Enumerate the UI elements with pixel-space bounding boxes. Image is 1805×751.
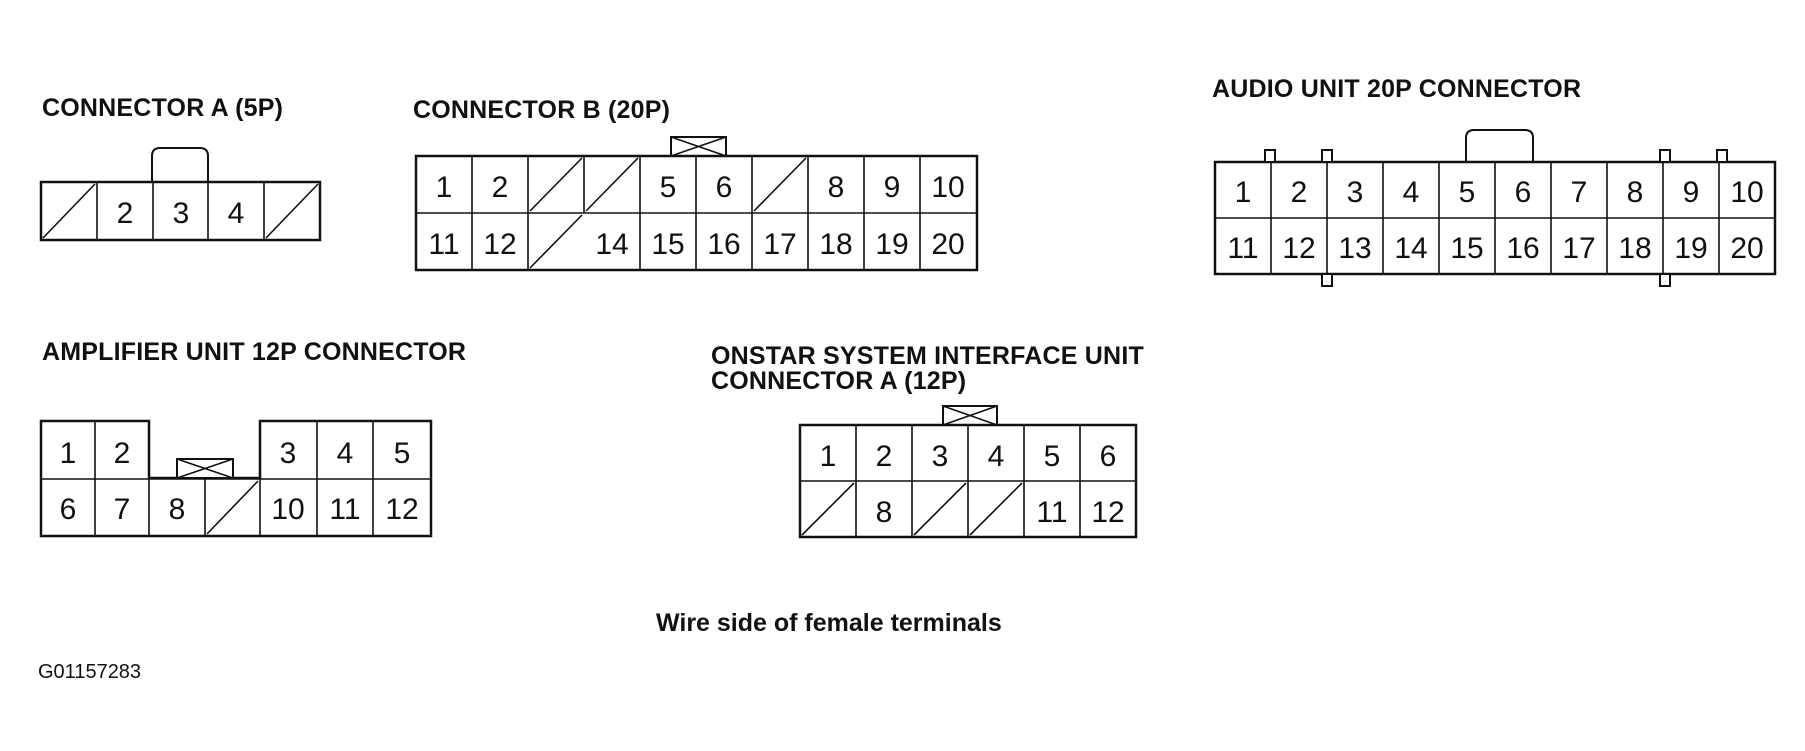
audio-connector-pin: 12 bbox=[1282, 232, 1315, 265]
amplifier-connector-pin: 12 bbox=[385, 493, 418, 526]
onstar-connector-pin: 5 bbox=[1044, 440, 1061, 473]
connector-b-pin: 14 bbox=[595, 228, 628, 261]
onstar-connector-title-line1: ONSTAR SYSTEM INTERFACE UNIT bbox=[711, 342, 1144, 370]
audio-connector-pin: 19 bbox=[1674, 232, 1707, 265]
connector-b-pin: 12 bbox=[483, 228, 516, 261]
amplifier-connector-pin: 6 bbox=[60, 493, 77, 526]
audio-connector-pin: 8 bbox=[1627, 176, 1644, 209]
onstar-connector-pin: 6 bbox=[1100, 440, 1117, 473]
connector-b-title: CONNECTOR B (20P) bbox=[413, 96, 671, 124]
amplifier-unit-connector-title: AMPLIFIER UNIT 12P CONNECTOR bbox=[42, 338, 467, 366]
diagram-caption: Wire side of female terminals bbox=[656, 609, 1002, 637]
figure-code: G01157283 bbox=[38, 661, 142, 683]
audio-connector-pin: 1 bbox=[1235, 176, 1252, 209]
onstar-connector-pin: 3 bbox=[932, 440, 949, 473]
connector-a-pin: 3 bbox=[173, 197, 190, 230]
connector-a-empty-cavity bbox=[265, 183, 319, 239]
amplifier-connector-pin: 8 bbox=[169, 493, 186, 526]
onstar-connector-pin: 11 bbox=[1036, 496, 1067, 529]
audio-connector-pin: 18 bbox=[1618, 232, 1651, 265]
connector-b-pin: 10 bbox=[931, 171, 964, 204]
audio-unit-connector-title: AUDIO UNIT 20P CONNECTOR bbox=[1212, 75, 1582, 103]
audio-connector-pin: 3 bbox=[1347, 176, 1364, 209]
onstar-connector-pin: 2 bbox=[876, 440, 893, 473]
audio-connector-lock-tab bbox=[1465, 129, 1534, 163]
connector-b-pin: 6 bbox=[716, 171, 733, 204]
amplifier-connector-pin: 2 bbox=[114, 437, 131, 470]
amplifier-connector-pin: 1 bbox=[60, 437, 77, 470]
audio-connector-pin: 20 bbox=[1730, 232, 1763, 265]
onstar-connector-pin: 1 bbox=[820, 440, 837, 473]
connector-a-pin: 4 bbox=[228, 197, 245, 230]
onstar-connector-empty-cavity bbox=[913, 482, 967, 536]
audio-connector-pin: 5 bbox=[1459, 176, 1476, 209]
connector-b-pin: 9 bbox=[884, 171, 901, 204]
onstar-connector-pin: 4 bbox=[988, 440, 1005, 473]
connector-b-pin: 16 bbox=[707, 228, 740, 261]
audio-connector-pin: 9 bbox=[1683, 176, 1700, 209]
connector-b-pin: 8 bbox=[828, 171, 845, 204]
amplifier-connector-pin: 4 bbox=[337, 437, 354, 470]
onstar-connector-pin: 12 bbox=[1091, 496, 1124, 529]
audio-connector-pin: 7 bbox=[1571, 176, 1588, 209]
connector-a-lock-tab bbox=[151, 147, 209, 183]
amplifier-connector-pin: 5 bbox=[394, 437, 411, 470]
audio-connector-pin: 16 bbox=[1506, 232, 1539, 265]
audio-connector-pin: 6 bbox=[1515, 176, 1532, 209]
connector-b-pin: 2 bbox=[492, 171, 509, 204]
audio-connector-pin: 13 bbox=[1338, 232, 1371, 265]
onstar-connector-empty-cavity bbox=[801, 482, 855, 536]
amplifier-connector-pin: 11 bbox=[329, 493, 360, 526]
connector-a-title: CONNECTOR A (5P) bbox=[42, 94, 284, 122]
audio-connector-pin: 4 bbox=[1403, 176, 1420, 209]
amplifier-connector-pin: 10 bbox=[271, 493, 304, 526]
audio-connector-pin: 2 bbox=[1291, 176, 1308, 209]
connector-b-pin: 18 bbox=[819, 228, 852, 261]
amplifier-connector-empty-cavity bbox=[206, 480, 259, 535]
connector-b-pin: 15 bbox=[651, 228, 684, 261]
onstar-connector-pin: 8 bbox=[876, 496, 893, 529]
connector-b-pin: 19 bbox=[875, 228, 908, 261]
onstar-connector-title-line2: CONNECTOR A (12P) bbox=[711, 367, 967, 395]
amplifier-connector-pin: 7 bbox=[114, 493, 131, 526]
audio-connector-pin: 15 bbox=[1450, 232, 1483, 265]
amplifier-connector-pin: 3 bbox=[280, 437, 297, 470]
audio-connector-pin: 11 bbox=[1227, 232, 1258, 265]
connector-a-pin: 2 bbox=[117, 197, 134, 230]
audio-connector-pin: 14 bbox=[1394, 232, 1427, 265]
connector-b-empty-cavity bbox=[585, 157, 639, 212]
connector-b-empty-cavity bbox=[529, 214, 583, 269]
connector-b-pin: 5 bbox=[660, 171, 677, 204]
onstar-connector-empty-cavity bbox=[969, 482, 1023, 536]
connector-b-pin: 17 bbox=[763, 228, 796, 261]
connector-a-empty-cavity bbox=[42, 183, 96, 239]
connector-b-pin: 11 bbox=[428, 228, 459, 261]
audio-connector-pin: 10 bbox=[1730, 176, 1763, 209]
connector-b-pin: 20 bbox=[931, 228, 964, 261]
connector-b-empty-cavity bbox=[753, 157, 807, 212]
connector-b-empty-cavity bbox=[529, 157, 583, 212]
connector-b-pin: 1 bbox=[436, 171, 453, 204]
audio-connector-pin: 17 bbox=[1562, 232, 1595, 265]
